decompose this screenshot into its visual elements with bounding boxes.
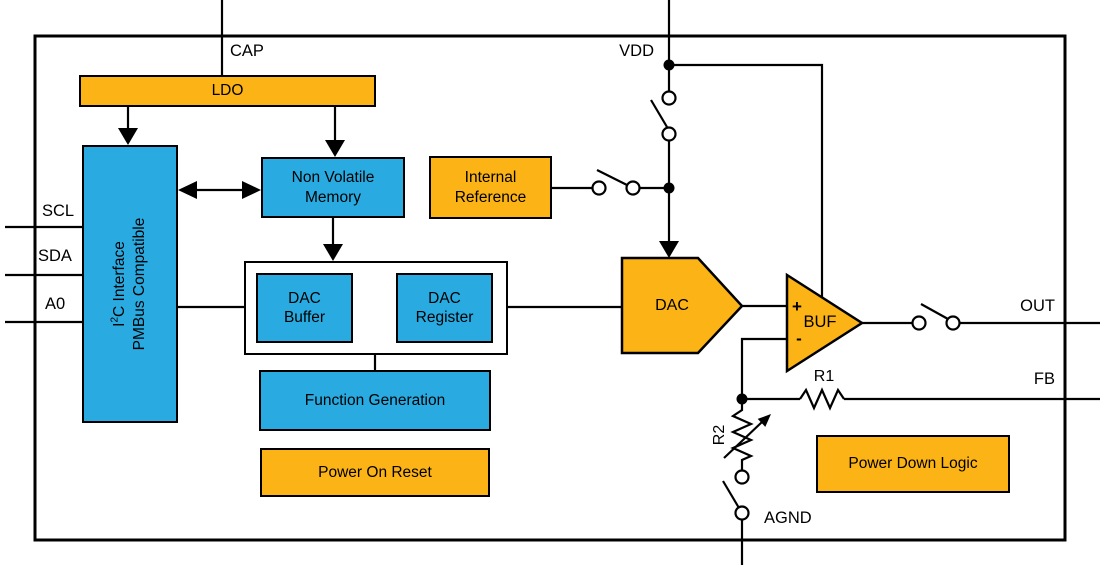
power-down-logic-label: Power Down Logic (848, 455, 978, 473)
pin-label-fb: FB (1033, 370, 1055, 388)
pin-label-agnd: AGND (764, 509, 812, 527)
pin-label-vdd: VDD (619, 42, 654, 60)
i2c-nvm-bus-arrow (178, 181, 261, 199)
r1-label: R1 (813, 368, 835, 385)
function-generation-block: Function Generation (259, 370, 491, 431)
non-volatile-memory-block: Non Volatile Memory (261, 157, 405, 218)
dac-buffer-label: DAC Buffer (283, 289, 326, 326)
ldo-block: LDO (79, 75, 376, 107)
pin-label-scl: SCL (42, 202, 75, 220)
dac-shape (620, 256, 744, 355)
dac-register-block: DAC Register (396, 273, 493, 343)
function-generation-label: Function Generation (304, 391, 446, 409)
r2-label: R2 (711, 424, 728, 446)
dac-label: DAC (655, 296, 689, 314)
reference-switch (552, 169, 669, 196)
internal-reference-block: Internal Reference (429, 156, 552, 219)
feedback-network (722, 337, 1100, 565)
power-down-logic-block: Power Down Logic (816, 435, 1010, 493)
output-switch-wire (862, 303, 1100, 331)
pin-label-a0: A0 (45, 295, 66, 313)
nvm-register-arrow (323, 218, 343, 261)
internal-reference-label: Internal Reference (454, 169, 527, 206)
vdd-wire (650, 0, 824, 297)
dac-buffer-block: DAC Buffer (256, 273, 353, 343)
i2c-interface-block: I2C Interface PMBus Compatible (82, 145, 178, 423)
buf-plus-input-label: + (792, 296, 802, 316)
dac-register-label: DAC Register (415, 289, 474, 326)
buf-label: BUF (803, 312, 837, 331)
pin-label-sda: SDA (38, 247, 72, 265)
i2c-pin-wires (5, 225, 82, 324)
power-on-reset-label: Power On Reset (318, 463, 432, 481)
nvm-label: Non Volatile Memory (291, 169, 375, 206)
pin-label-cap: CAP (230, 42, 264, 60)
pin-label-out: OUT (1020, 297, 1055, 315)
ldo-arrows (118, 107, 345, 157)
i2c-interface-label: I2C Interface PMBus Compatible (109, 217, 148, 351)
power-on-reset-block: Power On Reset (260, 448, 490, 497)
buf-amplifier-shape (785, 272, 865, 374)
ldo-label: LDO (211, 82, 244, 100)
chip-boundary (33, 34, 1067, 542)
buf-minus-input-label: - (796, 328, 802, 348)
